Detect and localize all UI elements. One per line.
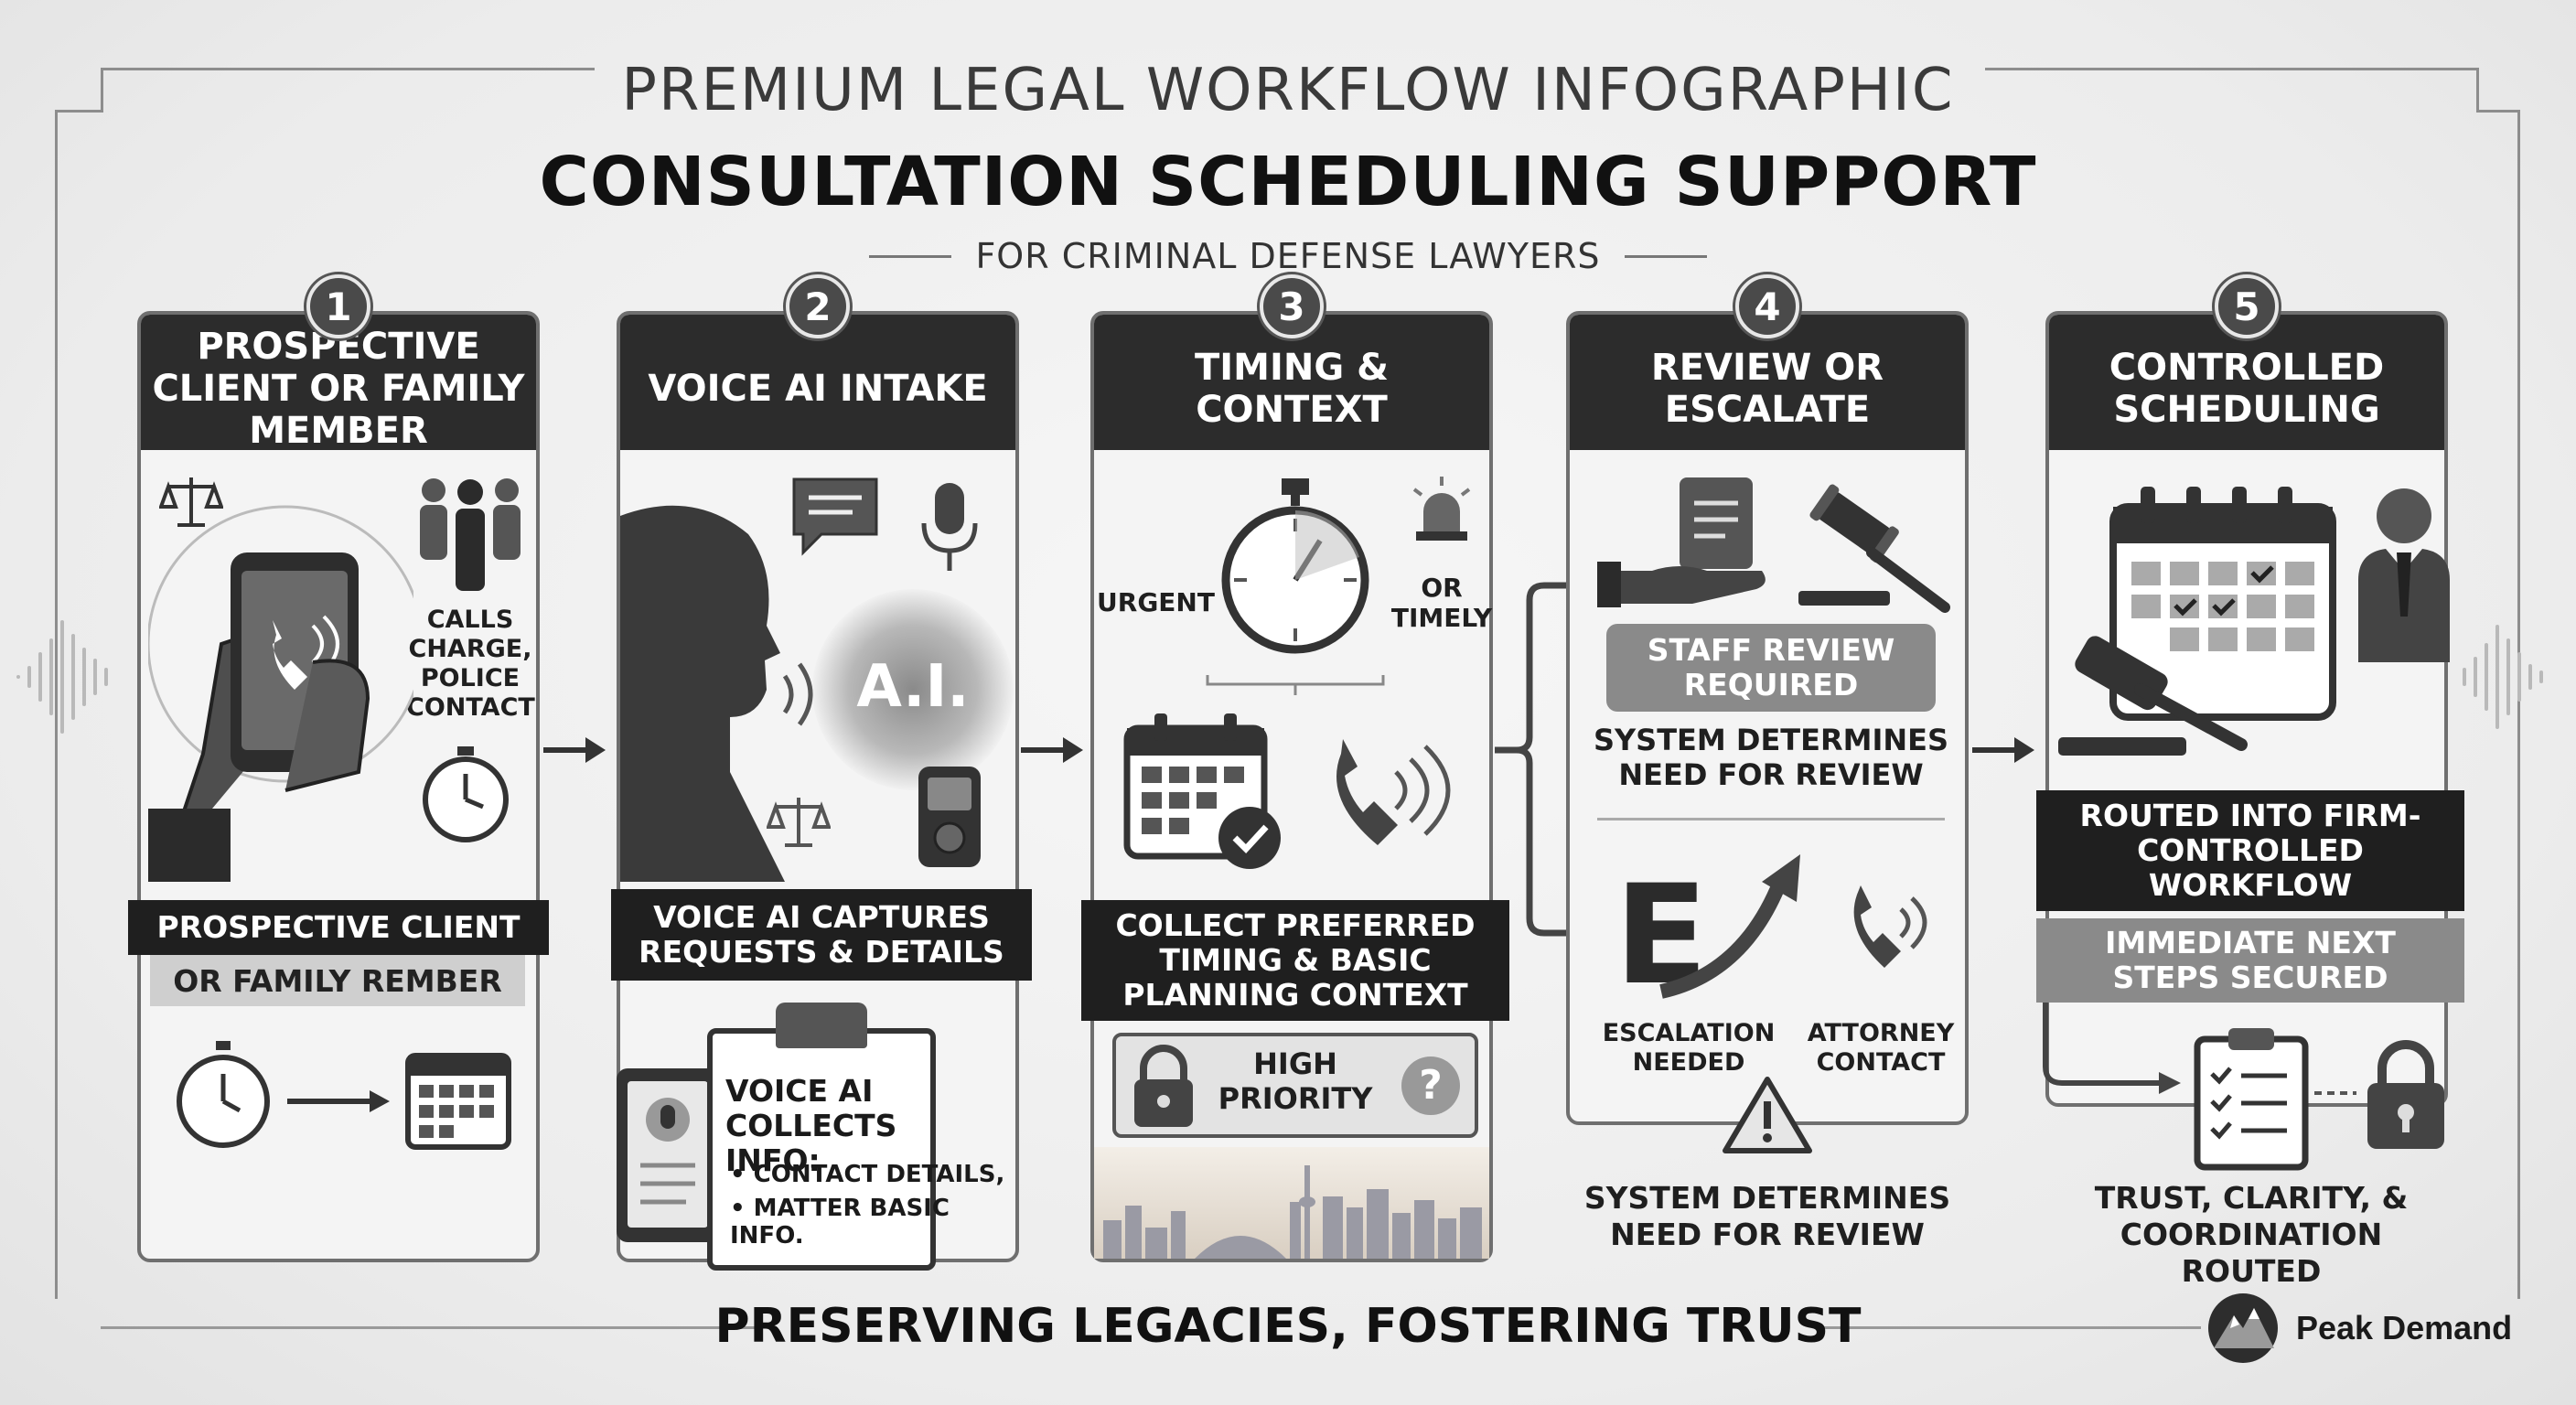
step-2-column: VOICE AI INTAKE A.I. VOICE AI CAPTURES R… xyxy=(611,311,1032,1271)
step-1-sub-banner: OR FAMILY REMBER xyxy=(150,955,525,1006)
step-1-number: 1 xyxy=(306,274,370,338)
arrow-4-to-5 xyxy=(1972,737,2034,763)
step-3-right-label: OR TIMELY xyxy=(1390,573,1493,633)
calendar-check-icon xyxy=(1123,713,1281,869)
frame-corner-tl xyxy=(101,68,103,110)
stopwatch-icon xyxy=(423,746,509,842)
attorney-label: ATTORNEY CONTACT xyxy=(1807,1019,1955,1077)
step-4-divider xyxy=(1597,818,1945,820)
clipboard-title: VOICE AI COLLECTS INFO: xyxy=(725,1073,897,1178)
footer-tagline: PRESERVING LEGACIES, FOSTERING TRUST xyxy=(714,1299,1862,1354)
step-1-side-label: CALLS CHARGE, POLICE CONTACT xyxy=(406,606,535,722)
question-icon: ? xyxy=(1401,1056,1460,1115)
secure-lock-icon xyxy=(2367,1040,2444,1149)
step-5-number: 5 xyxy=(2215,274,2279,338)
header-title-top: PREMIUM LEGAL WORKFLOW INFOGRAPHIC xyxy=(621,57,1955,124)
footer-rule-right xyxy=(1817,1326,2201,1329)
lock-icon xyxy=(1134,1045,1193,1127)
step-1-column: PROSPECTIVE CLIENT OR FAMILY MEMBER CALL… xyxy=(128,311,549,1262)
step-4-bottom-text: SYSTEM DETERMINES NEED FOR REVIEW xyxy=(1583,1180,1951,1252)
hand-phone-icon xyxy=(148,505,413,882)
wave-left-decoration xyxy=(16,620,108,734)
subtitle-rule-right xyxy=(1624,254,1707,258)
step-4-number: 4 xyxy=(1735,274,1799,338)
step-1-banner: PROSPECTIVE CLIENT xyxy=(128,900,549,955)
microphone-icon xyxy=(921,483,978,571)
dashed-connector xyxy=(2314,1091,2356,1095)
step-5-banner: ROUTED INTO FIRM-CONTROLLED WORKFLOW xyxy=(2036,790,2464,911)
priority-label: HIGH PRIORITY xyxy=(1218,1046,1373,1116)
step-3-banner: COLLECT PREFERRED TIMING & BASIC PLANNIN… xyxy=(1081,900,1509,1021)
scales-icon xyxy=(767,798,831,847)
speaking-head-icon xyxy=(620,505,785,882)
header-subtitle-row: FOR CRIMINAL DEFENSE LAWYERS xyxy=(0,236,2576,276)
speech-bubble-icon xyxy=(792,477,878,556)
stopwatch-to-calendar-icon xyxy=(177,1041,511,1150)
stopwatch-large-icon xyxy=(1221,478,1369,654)
arrow-2-to-3 xyxy=(1021,737,1083,763)
recorder-device-icon xyxy=(918,767,981,867)
clipboard-item-1: • CONTACT DETAILS, xyxy=(730,1161,1005,1188)
subtitle-rule-left xyxy=(869,254,952,258)
step-5-column: CONTROLLED SCHEDULING ROUTED INTO FIRM-C… xyxy=(2036,311,2464,1107)
step-3-column: TIMING & CONTEXT URGENT OR TIMELY COLLEC… xyxy=(1081,311,1509,1262)
step-5-connector xyxy=(2043,1003,2181,1094)
tablet-mic-icon xyxy=(617,1068,719,1242)
frame-right xyxy=(2517,110,2520,1299)
frame-corner-tr xyxy=(2476,68,2479,110)
step-4-column: REVIEW OR ESCALATE STAFF REVIEW REQUIRED… xyxy=(1566,311,1969,1125)
step-3-title: TIMING & CONTEXT xyxy=(1094,315,1489,450)
footer-rule-left xyxy=(101,1326,759,1329)
frame-top-left xyxy=(101,68,595,70)
ai-label: A.I. xyxy=(856,653,970,721)
brand: Peak Demand xyxy=(2206,1292,2512,1365)
brand-name: Peak Demand xyxy=(2296,1309,2513,1346)
frame-top-right xyxy=(1985,68,2479,70)
review-text: SYSTEM DETERMINES NEED FOR REVIEW xyxy=(1593,723,1949,792)
header-title-main: CONSULTATION SCHEDULING SUPPORT xyxy=(539,143,2037,221)
city-skyline-image xyxy=(1094,1147,1489,1259)
bracket-connector xyxy=(1206,675,1385,695)
step-5-pill: IMMEDIATE NEXT STEPS SECURED xyxy=(2036,918,2464,1003)
frame-top-right-h xyxy=(2476,110,2520,113)
review-pill: STAFF REVIEW REQUIRED xyxy=(1606,624,1936,712)
people-icon xyxy=(420,478,521,591)
header: PREMIUM LEGAL WORKFLOW INFOGRAPHIC CONSU… xyxy=(0,57,2576,276)
step-3-left-label: URGENT xyxy=(1097,587,1215,617)
frame-left xyxy=(55,110,58,1299)
step-2-banner: VOICE AI CAPTURES REQUESTS & DETAILS xyxy=(611,889,1032,981)
wave-right-decoration xyxy=(2463,625,2543,729)
clipboard-item-2: • MATTER BASIC INFO. xyxy=(730,1195,950,1249)
svg-text:?: ? xyxy=(1419,1062,1443,1109)
step-5-bottom-text: TRUST, CLARITY, & COORDINATION ROUTED xyxy=(2094,1180,2409,1289)
arrow-1-to-2 xyxy=(543,737,606,763)
attorney-phone-icon xyxy=(1853,885,1927,968)
calendar-gavel-icon xyxy=(2058,487,2336,756)
frame-top-left-h xyxy=(55,110,103,113)
ai-glow xyxy=(812,589,1014,790)
hand-folder-icon xyxy=(1597,477,1766,607)
sound-waves-icon xyxy=(782,662,813,726)
checklist-icon xyxy=(2194,1028,2309,1171)
scales-of-justice-icon xyxy=(159,477,223,527)
header-subtitle: FOR CRIMINAL DEFENSE LAWYERS xyxy=(975,236,1601,276)
gavel-icon xyxy=(1798,484,1950,613)
phone-ringing-icon xyxy=(1336,739,1451,845)
warning-icon xyxy=(1723,1077,1812,1153)
step-2-number: 2 xyxy=(786,274,850,338)
escalation-label: ESCALATION NEEDED xyxy=(1602,1019,1776,1077)
alert-light-icon xyxy=(1412,477,1471,541)
peak-demand-logo-icon xyxy=(2208,1293,2278,1363)
clipboard-clip xyxy=(776,1003,867,1048)
attorney-avatar xyxy=(2358,488,2450,662)
escalation-icon: E xyxy=(1615,854,1800,1001)
step-3-number: 3 xyxy=(1260,274,1324,338)
